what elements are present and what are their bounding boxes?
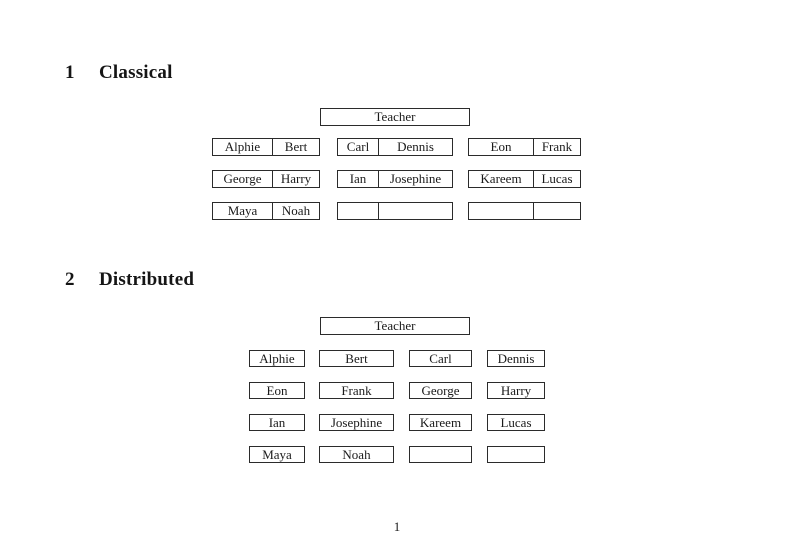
student-desk-empty: [409, 446, 472, 463]
desk-seat: George: [213, 171, 273, 187]
section-number: 1: [65, 62, 75, 83]
student-desk: Alphie Bert: [212, 138, 320, 156]
student-desk: Ian Josephine: [337, 170, 453, 188]
student-desk: Eon: [249, 382, 305, 399]
student-desk: Ian: [249, 414, 305, 431]
student-desk-empty: [468, 202, 581, 220]
student-desk-empty: [337, 202, 453, 220]
teacher-label: Teacher: [374, 109, 416, 124]
desk-seat: Ian: [338, 171, 379, 187]
desk-seat: Josephine: [330, 415, 383, 430]
student-desk: Carl Dennis: [337, 138, 453, 156]
desk-seat: [338, 203, 379, 219]
student-desk-empty: [487, 446, 545, 463]
student-desk: Maya Noah: [212, 202, 320, 220]
student-desk: Josephine: [319, 414, 394, 431]
desk-seat: George: [421, 383, 460, 398]
student-desk: Bert: [319, 350, 394, 367]
desk-seat: [469, 203, 534, 219]
desk-seat: [534, 203, 580, 219]
student-desk: George: [409, 382, 472, 399]
student-desk: Alphie: [249, 350, 305, 367]
desk-seat: Maya: [213, 203, 273, 219]
desk-seat: Lucas: [541, 171, 573, 186]
desk-seat: Harry: [280, 171, 312, 186]
desk-seat: Noah: [281, 203, 311, 218]
desk-seat: Eon: [469, 139, 534, 155]
desk-seat: Alphie: [213, 139, 273, 155]
student-desk: Noah: [319, 446, 394, 463]
desk-seat: Alphie: [259, 351, 295, 366]
teacher-label: Teacher: [374, 318, 416, 333]
desk-seat: Maya: [262, 447, 292, 462]
student-desk: Kareem: [409, 414, 472, 431]
desk-seat: Harry: [500, 383, 532, 398]
student-desk: Eon Frank: [468, 138, 581, 156]
desk-seat: Eon: [266, 383, 288, 398]
section-2-heading: 2 Distributed: [65, 269, 194, 291]
student-desk: Carl: [409, 350, 472, 367]
desk-seat: Frank: [341, 383, 372, 398]
desk-seat: Bert: [345, 351, 368, 366]
desk-seat: Carl: [338, 139, 379, 155]
student-desk: Lucas: [487, 414, 545, 431]
student-desk: Frank: [319, 382, 394, 399]
desk-seat: Noah: [342, 447, 371, 462]
student-desk: Kareem Lucas: [468, 170, 581, 188]
teacher-desk: Teacher: [320, 317, 470, 335]
desk-seat: Kareem: [469, 171, 534, 187]
desk-seat: Josephine: [389, 171, 442, 186]
desk-seat: [488, 447, 544, 462]
student-desk: Maya: [249, 446, 305, 463]
teacher-desk: Teacher: [320, 108, 470, 126]
page-number: 1: [393, 519, 401, 534]
desk-seat: Frank: [541, 139, 573, 154]
desk-seat: Bert: [284, 139, 308, 154]
desk-seat: Ian: [268, 415, 286, 430]
desk-seat: Kareem: [419, 415, 462, 430]
student-desk: Dennis: [487, 350, 545, 367]
student-desk: George Harry: [212, 170, 320, 188]
desk-seat: Lucas: [500, 415, 532, 430]
student-desk: Harry: [487, 382, 545, 399]
desk-seat: Carl: [429, 351, 452, 366]
section-number: 2: [65, 269, 75, 290]
section-title: Classical: [99, 62, 173, 83]
desk-seat: [410, 447, 471, 462]
desk-seat: [379, 203, 452, 219]
section-title: Distributed: [99, 269, 195, 290]
section-1-heading: 1 Classical: [65, 62, 173, 84]
desk-seat: Dennis: [397, 139, 434, 154]
desk-seat: Dennis: [497, 351, 535, 366]
